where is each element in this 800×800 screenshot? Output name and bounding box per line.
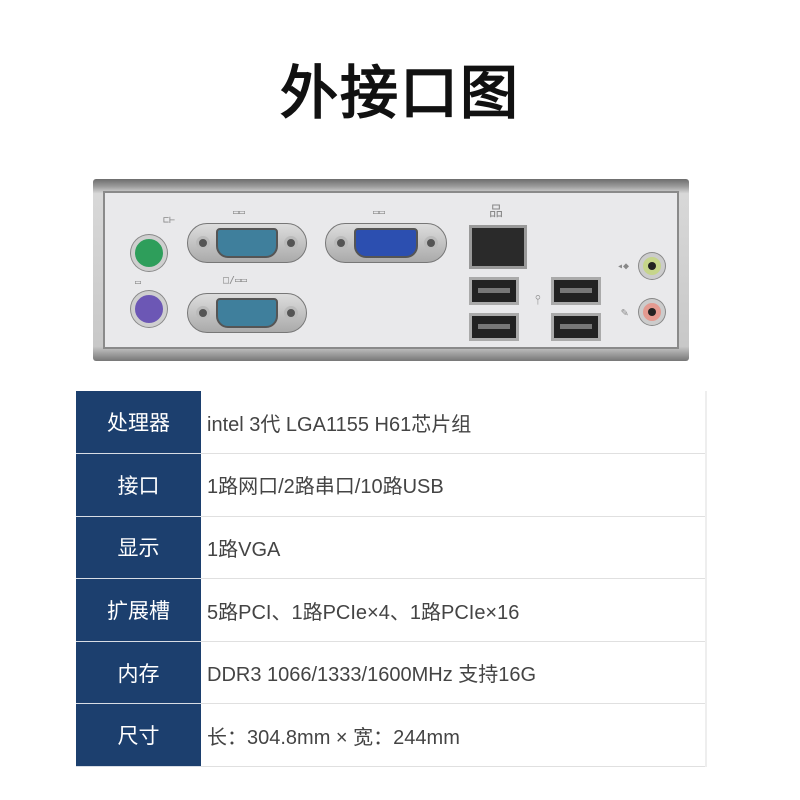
com2-frame (187, 293, 307, 333)
usb-port (551, 277, 601, 305)
printer-serial-icon: □/▭▭ (223, 275, 248, 286)
mic-jack (639, 299, 665, 325)
com2-port (216, 298, 278, 328)
screw-icon (196, 306, 210, 320)
spec-value: DDR3 1066/1333/1600MHz 支持16G (201, 641, 707, 705)
ps2-keyboard-port (131, 235, 167, 271)
serial-icon: ▭▭ (233, 207, 246, 218)
spec-label: 扩展槽 (76, 578, 201, 642)
screw-icon (424, 236, 438, 250)
page-title: 外接口图 (279, 59, 520, 127)
com1-frame (187, 223, 307, 263)
spec-value: 1路网口/2路串口/10路USB (201, 453, 707, 517)
io-panel-image: ⊏⊢ ▭ ▭▭ □/▭▭ ▭▭ 品 ⫯ ◂◆ (93, 179, 689, 361)
usb-port (551, 313, 601, 341)
screw-icon (284, 306, 298, 320)
screw-icon (196, 236, 210, 250)
screw-icon (334, 236, 348, 250)
spec-label: 内存 (76, 641, 201, 705)
mouse-icon: ▭ (135, 277, 142, 288)
ps2-mouse-port (131, 291, 167, 327)
spec-value: 长：304.8mm × 宽：244mm (201, 703, 707, 768)
usb-icon: ⫯ (535, 293, 541, 308)
spec-value: 1路VGA (201, 516, 707, 580)
spec-label: 显示 (76, 516, 201, 580)
spec-label: 处理器 (76, 391, 201, 455)
io-shield-plate: ⊏⊢ ▭ ▭▭ □/▭▭ ▭▭ 品 ⫯ ◂◆ (103, 191, 679, 349)
microphone-icon: ✎ (621, 305, 629, 319)
table-row: 尺寸长：304.8mm × 宽：244mm (76, 703, 707, 768)
screw-icon (284, 236, 298, 250)
spec-label: 尺寸 (76, 703, 201, 768)
line-out-jack (639, 253, 665, 279)
vga-port (354, 228, 418, 258)
usb-port (469, 277, 519, 305)
vga-frame (325, 223, 447, 263)
com1-port (216, 228, 278, 258)
usb-port (469, 313, 519, 341)
spec-label: 接口 (76, 453, 201, 517)
spec-value: intel 3代 LGA1155 H61芯片组 (201, 391, 707, 455)
keyboard-icon: ⊏⊢ (163, 215, 176, 226)
network-icon: 品 (489, 204, 503, 220)
spec-value: 5路PCI、1路PCIe×4、1路PCIe×16 (201, 578, 707, 642)
rj45-lan-port (469, 225, 527, 269)
vga-icon: ▭▭ (373, 207, 386, 218)
line-out-icon: ◂◆ (617, 261, 630, 272)
